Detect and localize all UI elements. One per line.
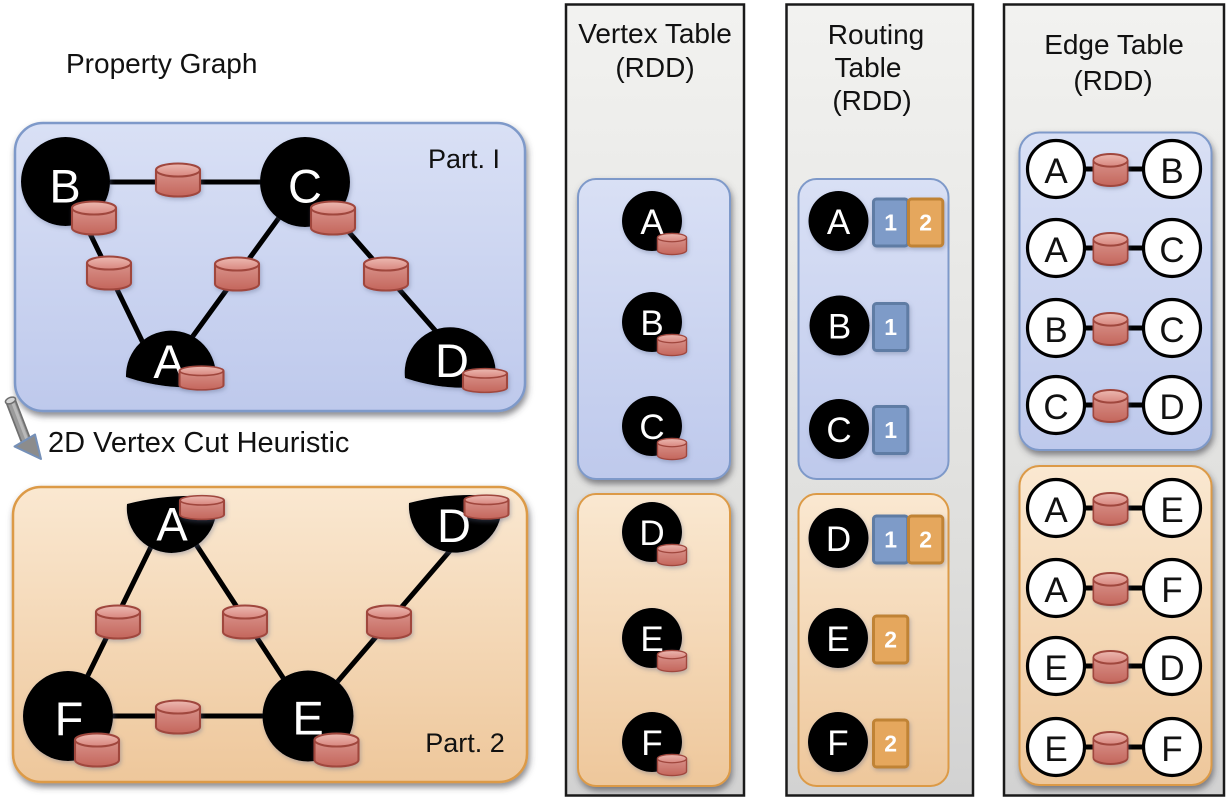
svg-text:2: 2 — [884, 731, 897, 757]
svg-text:Part. 2: Part. 2 — [425, 728, 505, 758]
svg-text:A: A — [1044, 152, 1068, 191]
svg-text:Vertex Table: Vertex Table — [578, 18, 732, 49]
svg-text:F: F — [641, 724, 662, 763]
svg-text:E: E — [826, 620, 849, 659]
svg-text:1: 1 — [884, 417, 897, 443]
svg-text:B: B — [1160, 152, 1183, 191]
svg-text:E: E — [640, 620, 663, 659]
svg-text:F: F — [1161, 730, 1182, 769]
svg-text:D: D — [1159, 388, 1184, 427]
svg-text:C: C — [1159, 231, 1184, 270]
svg-text:B: B — [640, 304, 663, 343]
svg-text:Part. I: Part. I — [428, 144, 500, 174]
svg-text:2: 2 — [919, 210, 932, 236]
svg-text:A: A — [1044, 491, 1068, 530]
svg-text:B: B — [828, 308, 851, 347]
svg-text:B: B — [1044, 311, 1067, 350]
svg-text:A: A — [1044, 571, 1068, 610]
svg-text:1: 1 — [884, 210, 897, 236]
svg-text:Property Graph: Property Graph — [66, 48, 257, 79]
svg-text:(RDD): (RDD) — [1073, 65, 1152, 96]
svg-text:Edge Table: Edge Table — [1044, 29, 1184, 60]
svg-text:A: A — [827, 203, 851, 242]
svg-text:E: E — [1044, 649, 1067, 688]
svg-text:F: F — [827, 724, 848, 763]
svg-text:1: 1 — [884, 527, 897, 553]
svg-text:2D Vertex Cut Heuristic: 2D Vertex Cut Heuristic — [48, 427, 349, 459]
svg-text:D: D — [826, 520, 851, 559]
svg-text:(RDD): (RDD) — [832, 85, 911, 116]
svg-text:D: D — [1159, 649, 1184, 688]
svg-text:E: E — [1160, 491, 1183, 530]
svg-text:C: C — [826, 411, 851, 450]
svg-text:C: C — [1159, 311, 1184, 350]
svg-text:2: 2 — [884, 627, 897, 653]
svg-text:1: 1 — [884, 314, 897, 340]
svg-text:C: C — [1043, 388, 1068, 427]
svg-text:2: 2 — [919, 527, 932, 553]
svg-text:Routing: Routing — [828, 19, 925, 50]
svg-text:E: E — [1044, 730, 1067, 769]
svg-text:F: F — [1161, 571, 1182, 610]
svg-text:Table: Table — [835, 52, 902, 83]
svg-text:A: A — [1044, 231, 1068, 270]
svg-text:(RDD): (RDD) — [615, 52, 694, 83]
